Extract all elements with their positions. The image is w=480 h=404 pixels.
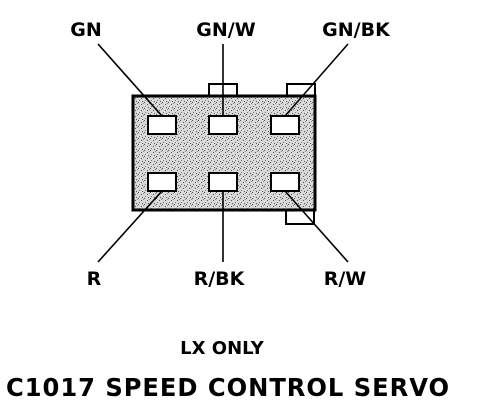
wire-label-gn: GN [70, 19, 102, 41]
wire-label-r: R [87, 268, 102, 290]
leader-r [97, 190, 163, 263]
wire-label-gn-bk: GN/BK [322, 19, 391, 41]
wire-label-r-bk: R/BK [194, 268, 246, 290]
pin-gn-w [208, 115, 238, 135]
pin-r-bk [208, 172, 238, 192]
wire-label-r-w: R/W [324, 268, 367, 290]
leader-r-w [284, 190, 349, 263]
pin-r-w [270, 172, 300, 192]
connector-caption: C1017 SPEED CONTROL SERVO [6, 373, 450, 402]
pin-gn-bk [270, 115, 300, 135]
pin-r [147, 172, 177, 192]
leader-gn-bk [284, 43, 349, 117]
wire-label-gn-w: GN/W [196, 19, 255, 41]
leader-gn [97, 43, 163, 117]
pin-gn [147, 115, 177, 135]
model-note: LX ONLY [180, 338, 265, 359]
